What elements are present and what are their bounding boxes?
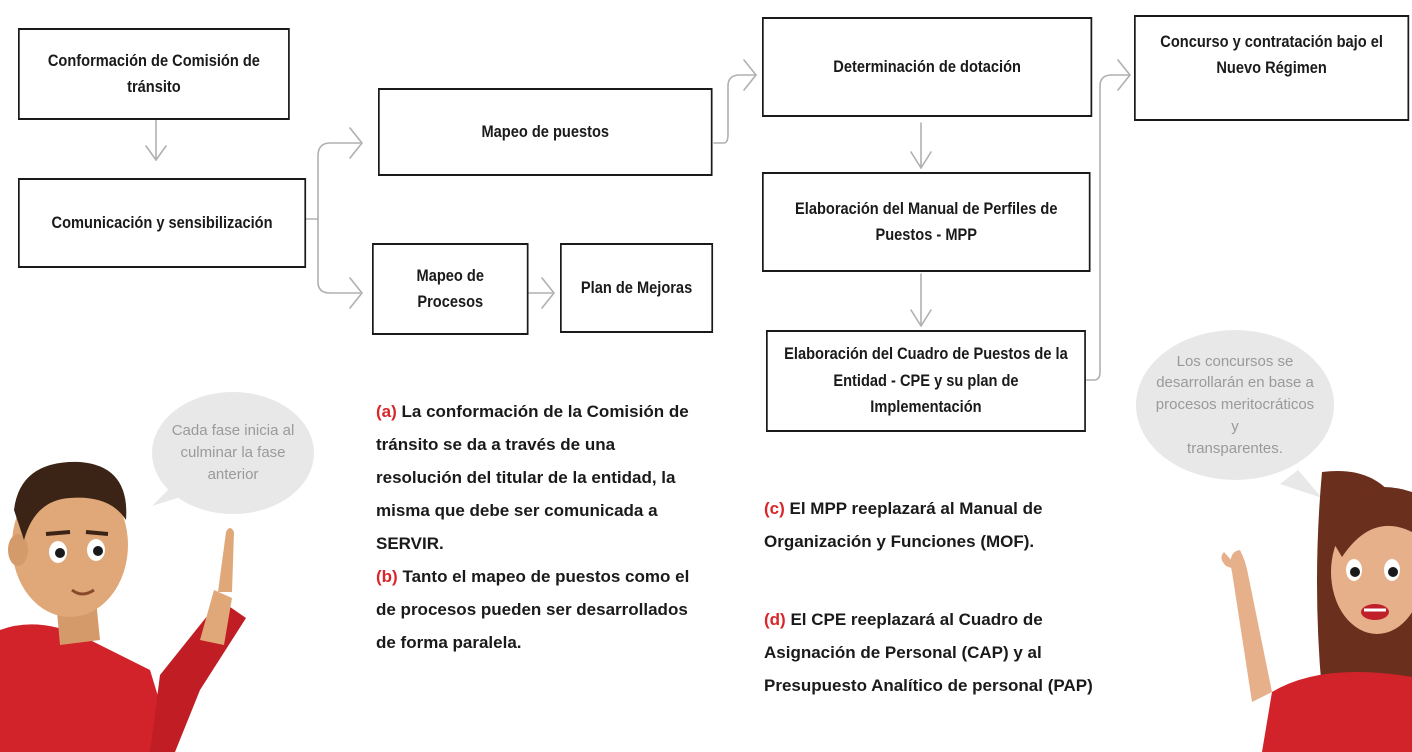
box-conformacion-comision: Conformación de Comisión de tránsito bbox=[18, 28, 290, 120]
branch-down-to-mapeo-procesos bbox=[317, 218, 361, 294]
note-a: (a) La conformación de la Comisión de tr… bbox=[376, 395, 701, 560]
note-c: (c) El MPP reeplazará al Manual de Organ… bbox=[764, 492, 1094, 558]
notes-left: (a) La conformación de la Comisión de tr… bbox=[376, 395, 701, 659]
note-d-text: El CPE reeplazará al Cuadro de Asignació… bbox=[764, 610, 1093, 695]
arrowhead-down-1 bbox=[145, 145, 167, 161]
speech-bubble-left: Cada fase inicia al culminar la fase ant… bbox=[152, 392, 314, 514]
speech-bubble-right: Los concursos se desarrollarán en base a… bbox=[1136, 330, 1334, 480]
arrowhead-concurso bbox=[1117, 59, 1131, 91]
box-mapeo-procesos: Mapeo de Procesos bbox=[372, 243, 529, 335]
box-dotacion-label: Determinación de dotación bbox=[833, 56, 1021, 76]
arrowhead-mejoras bbox=[541, 277, 555, 309]
bubble-left-line-3: anterior bbox=[207, 465, 259, 483]
box-comunicacion-sensibilizacion: Comunicación y sensibilización bbox=[18, 178, 307, 268]
box-cpe-label-1: Elaboración del Cuadro de Puestos de la bbox=[784, 344, 1068, 364]
box-mapeo-procesos-label: Mapeo de Procesos bbox=[416, 265, 484, 311]
box-concurso-label-2: Nuevo Régimen bbox=[1216, 58, 1327, 78]
box-comunicacion-label: Comunicación y sensibilización bbox=[51, 212, 273, 232]
box-mapeo-puestos-label: Mapeo de puestos bbox=[481, 121, 610, 141]
box-cpe-label-2: Entidad - CPE y su plan de Implementació… bbox=[833, 370, 1019, 417]
note-c-text: El MPP reeplazará al Manual de Organizac… bbox=[764, 499, 1043, 551]
arrowhead-down-3 bbox=[910, 309, 932, 327]
bubble-right-line-1: Los concursos se bbox=[1176, 352, 1294, 370]
note-d: (d) El CPE reeplazará al Cuadro de Asign… bbox=[764, 603, 1136, 702]
box-concurso-contratacion: Concurso y contratación bajo el Nuevo Ré… bbox=[1134, 15, 1410, 121]
waving-woman-icon bbox=[1221, 471, 1412, 752]
note-c-tag: (c) bbox=[764, 499, 785, 518]
note-b: (b) Tanto el mapeo de puestos como el de… bbox=[376, 560, 701, 659]
box-concurso-label-1: Concurso y contratación bajo el bbox=[1160, 32, 1383, 51]
note-b-text: Tanto el mapeo de puestos como el de pro… bbox=[376, 567, 690, 652]
notes-right-c: (c) El MPP reeplazará al Manual de Organ… bbox=[764, 492, 1094, 558]
note-d-tag: (d) bbox=[764, 610, 786, 629]
notes-right-d: (d) El CPE reeplazará al Cuadro de Asign… bbox=[764, 603, 1136, 702]
note-a-text: La conformación de la Comisión de tránsi… bbox=[376, 402, 689, 553]
branch-up-to-mapeo-puestos bbox=[317, 142, 361, 220]
arrowhead-dotacion bbox=[743, 59, 757, 91]
bubble-left-line-1: Cada fase inicia al bbox=[171, 422, 295, 440]
note-a-tag: (a) bbox=[376, 402, 397, 421]
arrowhead-mapeo-puestos bbox=[349, 127, 363, 159]
box-plan-mejoras: Plan de Mejoras bbox=[560, 243, 714, 333]
arrowhead-down-2 bbox=[910, 151, 932, 169]
box-manual-perfiles-mpp: Elaboración del Manual de Perfiles de Pu… bbox=[762, 172, 1091, 272]
note-b-tag: (b) bbox=[376, 567, 398, 586]
pointing-man-icon bbox=[0, 461, 246, 752]
box-mapeo-puestos: Mapeo de puestos bbox=[378, 88, 713, 176]
box-cuadro-puestos-cpe: Elaboración del Cuadro de Puestos de la … bbox=[766, 330, 1086, 432]
bubble-right-line-2: desarrollarán en base a bbox=[1156, 374, 1314, 392]
connector-cpe-to-concurso bbox=[1085, 74, 1131, 381]
box-plan-mejoras-label: Plan de Mejoras bbox=[580, 277, 693, 297]
box-mpp-label-2: Puestos - MPP bbox=[875, 225, 978, 244]
box-determinacion-dotacion: Determinación de dotación bbox=[762, 17, 1093, 117]
box-mpp-label-1: Elaboración del Manual de Perfiles de bbox=[795, 198, 1058, 218]
bubble-left-line-2: culminar la fase bbox=[180, 444, 286, 462]
box-conformacion-label: Conformación de Comisión de tránsito bbox=[47, 50, 260, 96]
connector-puestos-to-dotacion bbox=[713, 74, 757, 144]
bubble-right-line-3: procesos meritocráticos y bbox=[1155, 396, 1315, 435]
bubble-right-line-4: transparentes. bbox=[1187, 439, 1283, 457]
arrowhead-mapeo-procesos bbox=[349, 277, 363, 309]
